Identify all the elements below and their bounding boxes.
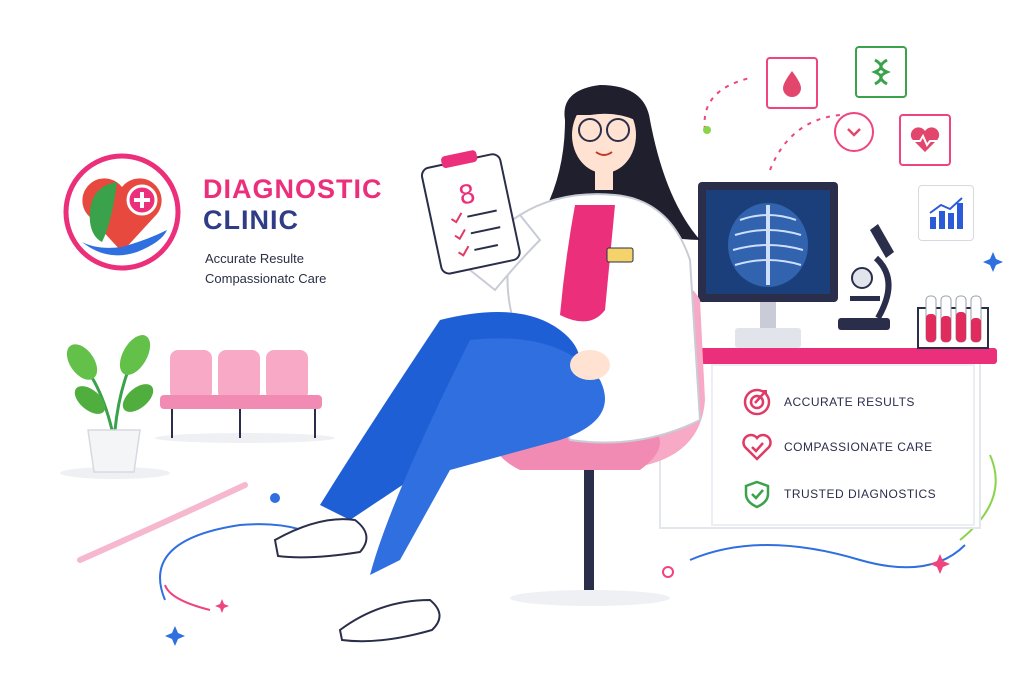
sparkle-pink-1: [930, 554, 950, 574]
waiting-bench: [160, 350, 322, 438]
heartbeat-tile: [899, 114, 951, 166]
shield-check-icon: [744, 480, 770, 509]
feature-accurate-results: Accurate Results: [742, 387, 915, 417]
sparkle-blue-2: [165, 626, 185, 646]
blood-drop-tile: [766, 57, 818, 109]
decor-swoosh-pink: [77, 482, 248, 563]
decor-curve-green: [959, 454, 997, 541]
sparkle-blue-1: [983, 252, 1003, 272]
bar-chart-icon: [929, 197, 963, 229]
dna-icon: [871, 58, 891, 86]
decor-dot-pink: [662, 566, 674, 578]
tagline-line-1: Accurate Resulte: [205, 251, 304, 266]
brand-subtitle: CLINIC: [203, 205, 299, 235]
microscope: [838, 224, 894, 330]
target-check-icon: [743, 388, 771, 416]
hand-logo-shape: [82, 230, 167, 256]
clinic-logo: [62, 152, 192, 272]
bar-chart-tile: [918, 185, 974, 241]
decor-dot-blue: [270, 493, 280, 503]
leaf-logo-shape: [89, 182, 117, 242]
chevron-down-icon: [847, 128, 861, 137]
feature-label: Accurate Results: [784, 395, 915, 409]
clipboard-number: 8: [456, 179, 478, 212]
heart-check-icon: [742, 433, 772, 461]
sparkle-pink-2: [215, 599, 229, 613]
plant-shadow: [60, 467, 170, 479]
chevron-tile: [834, 112, 874, 152]
feature-label: Trusted Diagnostics: [784, 487, 937, 501]
blood-drop-icon: [783, 71, 801, 97]
clipboard: 8: [420, 150, 521, 275]
feature-compassionate-care: Compassionate Care: [742, 432, 933, 462]
chair-shadow: [510, 590, 670, 606]
tagline-line-2: Compassionatc Care: [205, 271, 327, 286]
decor-dot-green: [703, 126, 711, 134]
plant: [66, 335, 154, 473]
brand-title: DIAGNOSTIC: [203, 174, 383, 204]
bench-shadow: [155, 433, 335, 443]
feature-trusted-diagnostics: Trusted Diagnostics: [742, 479, 936, 509]
decor-curve-right: [689, 544, 966, 569]
heartbeat-icon: [910, 127, 940, 152]
xray-monitor: [698, 182, 838, 348]
decor-curve-pink: [164, 584, 211, 611]
dna-tile: [855, 46, 907, 98]
test-tube-rack: [917, 295, 989, 349]
decor-dotted-link: [703, 77, 751, 131]
feature-label: Compassionate Care: [784, 440, 933, 454]
decor-dotted-link-2: [769, 114, 841, 171]
